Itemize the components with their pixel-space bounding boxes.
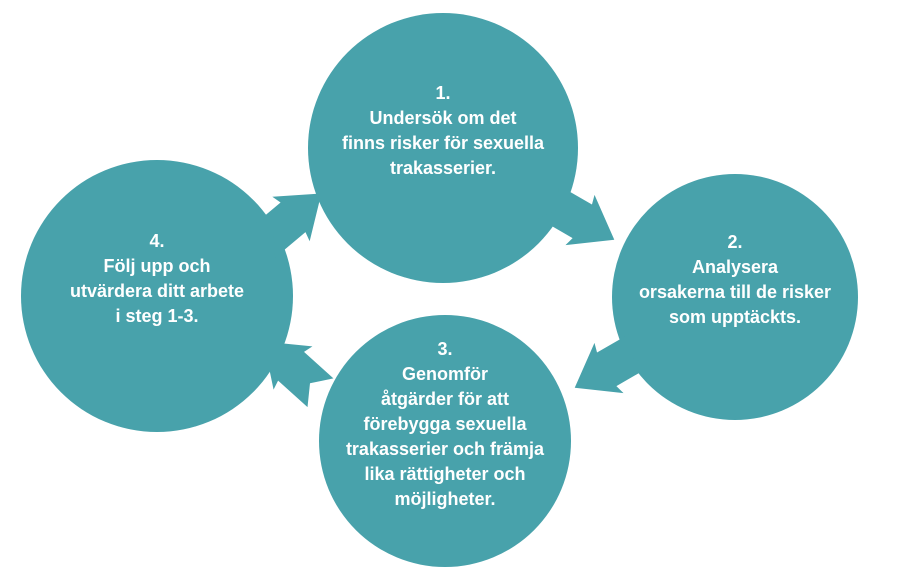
arrow-step3-to-step4-icon: [263, 341, 334, 408]
step-3-label: Genomför åtgärder för att förebygga sexu…: [345, 363, 545, 509]
step-2-circle: 2. Analysera orsakerna till de risker so…: [612, 174, 858, 420]
step-3-circle: 3. Genomför åtgärder för att förebygga s…: [319, 315, 571, 567]
arrow-step4-to-step1-icon: [250, 193, 322, 258]
step-1-label: Undersök om det finns risker för sexuell…: [341, 108, 545, 178]
step-2-label: Analysera orsakerna till de risker som u…: [638, 257, 832, 327]
step-4-label: Följ upp och utvärdera ditt arbete i ste…: [69, 256, 245, 326]
step-1-number: 1.: [435, 83, 451, 103]
step-4-content: 4. Följ upp och utvärdera ditt arbete i …: [21, 229, 293, 363]
step-1-content: 1. Undersök om det finns risker för sexu…: [308, 81, 578, 215]
step-2-number: 2.: [727, 232, 743, 252]
arrow-step1-to-step2-icon: [538, 184, 615, 246]
step-1-circle: 1. Undersök om det finns risker för sexu…: [308, 13, 578, 283]
step-3-number: 3.: [437, 338, 453, 359]
step-3-content: 3. Genomför åtgärder för att förebygga s…: [319, 337, 571, 546]
step-2-content: 2. Analysera orsakerna till de risker so…: [612, 230, 858, 364]
step-4-circle: 4. Följ upp och utvärdera ditt arbete i …: [21, 160, 293, 432]
arrow-step2-to-step3-icon: [574, 332, 651, 394]
step-4-number: 4.: [149, 231, 165, 251]
